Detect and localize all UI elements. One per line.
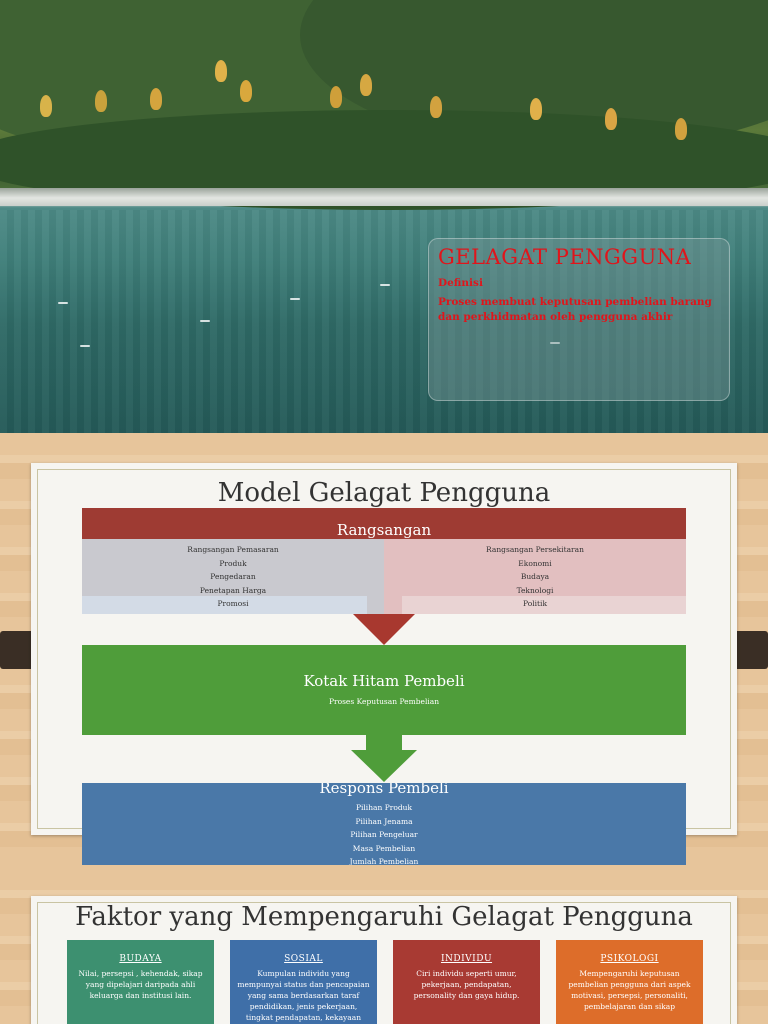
factor-card-sosial: SOSIAL Kumpulan individu yang mempunyai … bbox=[230, 940, 377, 1024]
factor-card-title: INDIVIDU bbox=[440, 954, 493, 964]
slide-factors: Faktor yang Mempengaruhi Gelagat Penggun… bbox=[0, 868, 768, 1024]
black-box-title: Kotak Hitam Pembeli bbox=[303, 672, 465, 690]
water-sparkle bbox=[80, 345, 90, 347]
down-arrow-icon bbox=[366, 735, 402, 751]
factor-card-title: PSIKOLOGI bbox=[600, 954, 659, 964]
list-item: Ekonomi bbox=[518, 558, 552, 568]
autumn-tree bbox=[605, 108, 617, 130]
stimulus-header: Rangsangan bbox=[82, 508, 686, 539]
factor-card-psikologi: PSIKOLOGI Mempengaruhi keputusan pembeli… bbox=[556, 940, 703, 1024]
list-item: Jumlah Pembelian bbox=[349, 857, 419, 865]
autumn-tree bbox=[150, 88, 162, 110]
factor-card-text: Ciri individu seperti umur, pekerjaan, p… bbox=[413, 969, 520, 1000]
definition-subtitle: Definisi bbox=[438, 277, 483, 289]
response-list: Pilihan Produk Pilihan Jenama Pilihan Pe… bbox=[82, 801, 686, 865]
list-item: Pilihan Pengeluar bbox=[350, 830, 418, 839]
down-arrow-icon bbox=[353, 614, 415, 645]
list-item: Pilihan Jenama bbox=[355, 816, 413, 826]
autumn-tree bbox=[215, 60, 227, 82]
black-box-panel: Kotak Hitam Pembeli Proses Keputusan Pem… bbox=[82, 645, 686, 735]
shoreline bbox=[0, 188, 768, 206]
factor-card-individu: INDIVIDU Ciri individu seperti umur, pek… bbox=[393, 940, 540, 1024]
response-title: Respons Pembeli bbox=[319, 783, 449, 797]
water-sparkle bbox=[200, 320, 210, 322]
factor-card-title: BUDAYA bbox=[119, 954, 162, 964]
water-sparkle bbox=[550, 342, 560, 344]
factor-card-text: Mempengaruhi keputusan pembelian penggun… bbox=[568, 969, 691, 1011]
stimulus-right-list: Rangsangan Persekitaran Ekonomi Budaya T… bbox=[410, 543, 660, 611]
list-item: Teknologi bbox=[516, 585, 554, 595]
water-sparkle bbox=[58, 302, 68, 304]
autumn-tree bbox=[240, 80, 252, 102]
factor-card-text: Nilai, persepsi , kehendak, sikap yang d… bbox=[78, 969, 203, 1000]
factors-title: Faktor yang Mempengaruhi Gelagat Penggun… bbox=[75, 902, 693, 932]
list-item: Rangsangan Persekitaran bbox=[486, 545, 584, 554]
autumn-tree bbox=[360, 74, 372, 96]
autumn-tree bbox=[40, 95, 52, 117]
autumn-tree bbox=[675, 118, 687, 140]
black-box-subtitle: Proses Keputusan Pembelian bbox=[328, 697, 440, 706]
list-item: Pengedaran bbox=[210, 572, 256, 581]
list-item: Pilihan Produk bbox=[355, 803, 413, 812]
slide-lake: GELAGAT PENGGUNA Definisi Proses membuat… bbox=[0, 0, 768, 433]
list-item: Rangsangan Pemasaran bbox=[187, 545, 279, 554]
factor-card-budaya: BUDAYA Nilai, persepsi , kehendak, sikap… bbox=[67, 940, 214, 1024]
response-panel: Respons Pembeli Pilihan Produk Pilihan J… bbox=[82, 783, 686, 865]
stimulus-right-footer bbox=[402, 596, 686, 614]
definition-box: GELAGAT PENGGUNA Definisi Proses membuat… bbox=[428, 238, 730, 401]
paper-border bbox=[37, 902, 731, 1024]
stimulus-left-list: Rangsangan Pemasaran Produk Pengedaran P… bbox=[108, 543, 358, 611]
list-item: Promosi bbox=[217, 599, 249, 608]
model-title: Model Gelagat Pengguna bbox=[217, 478, 551, 508]
water-sparkle bbox=[290, 298, 300, 300]
water-reflection bbox=[0, 210, 768, 433]
list-item: Masa Pembelian bbox=[352, 843, 416, 853]
autumn-tree bbox=[330, 86, 342, 108]
factor-card-title: SOSIAL bbox=[284, 954, 323, 964]
list-item: Budaya bbox=[520, 572, 550, 581]
list-item: Produk bbox=[219, 558, 247, 568]
autumn-tree bbox=[430, 96, 442, 118]
water-sparkle bbox=[380, 284, 390, 286]
autumn-tree bbox=[95, 90, 107, 112]
slide-model: Model Gelagat Pengguna Rangsangan Rangsa… bbox=[0, 433, 768, 868]
list-item: Penetapan Harga bbox=[199, 585, 267, 595]
factor-card-text: Kumpulan individu yang mempunyai status … bbox=[237, 969, 370, 1022]
definition-title: GELAGAT PENGGUNA bbox=[438, 245, 692, 269]
autumn-tree bbox=[530, 98, 542, 120]
definition-text: Proses membuat keputusan pembelian baran… bbox=[438, 296, 712, 323]
down-arrow-icon bbox=[351, 750, 417, 782]
list-item: Politik bbox=[522, 599, 547, 608]
stimulus-left-footer bbox=[82, 596, 367, 614]
